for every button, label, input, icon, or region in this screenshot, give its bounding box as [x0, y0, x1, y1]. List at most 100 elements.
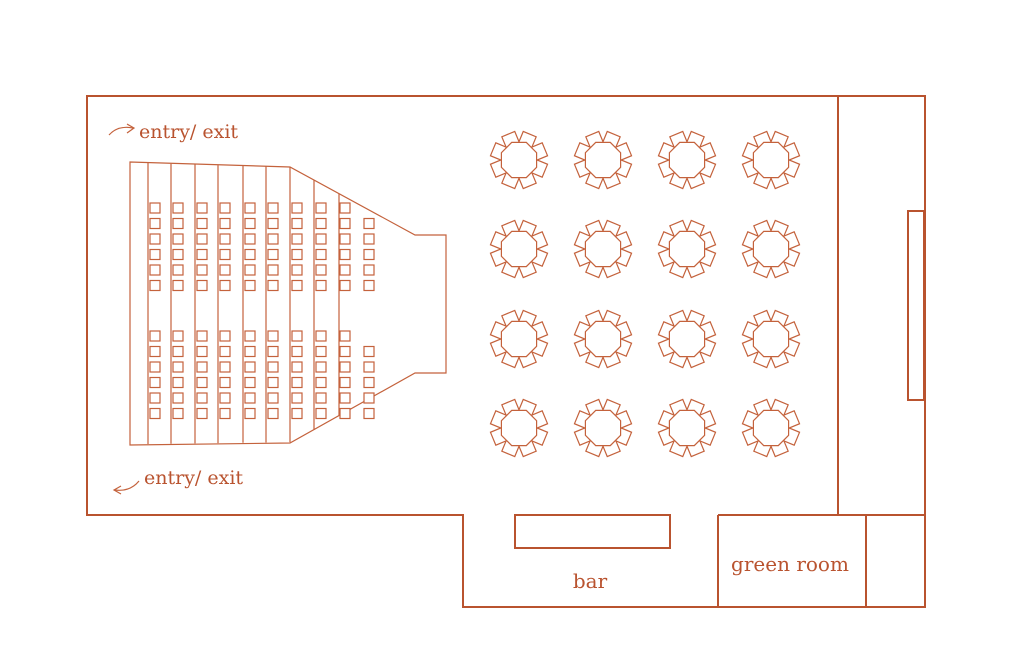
theatre-chair — [363, 248, 375, 261]
table-top — [500, 320, 538, 358]
table-top — [752, 141, 790, 179]
table-top — [668, 230, 706, 268]
round-table — [573, 398, 633, 458]
theatre-chair — [267, 248, 279, 261]
table-top — [668, 320, 706, 358]
theatre-chair — [196, 407, 208, 420]
round-table — [489, 398, 549, 458]
theatre-chair — [172, 407, 184, 420]
theatre-chair — [219, 345, 231, 358]
theatre-chair — [363, 407, 375, 420]
theatre-chair — [149, 202, 161, 214]
theatre-chair — [149, 233, 161, 245]
theatre-chair — [244, 217, 256, 230]
theatre-chair — [363, 345, 375, 358]
table-top — [584, 141, 622, 179]
theatre-chair — [149, 376, 161, 389]
theatre-chair — [267, 264, 279, 276]
theatre-chair — [291, 407, 303, 420]
theatre-chair — [291, 392, 303, 404]
theatre-chair — [196, 376, 208, 389]
theatre-chair — [149, 407, 161, 420]
theatre-chair — [315, 202, 327, 214]
round-table — [741, 309, 801, 369]
theatre-chair — [267, 392, 279, 404]
theatre-chair — [149, 279, 161, 292]
theatre-chair — [149, 217, 161, 230]
theatre-aisles — [147, 163, 340, 444]
round-table — [489, 130, 549, 190]
round-table — [741, 398, 801, 458]
theatre-chair — [339, 392, 351, 404]
theatre-chair — [363, 279, 375, 292]
theatre-chair — [339, 361, 351, 373]
theatre-chair — [315, 361, 327, 373]
round-table — [657, 219, 717, 279]
theatre-chair — [196, 345, 208, 358]
theatre-chair — [244, 248, 256, 261]
theatre-chair — [363, 264, 375, 276]
theatre-chair — [267, 202, 279, 214]
theatre-chair — [172, 202, 184, 214]
table-top — [584, 409, 622, 447]
theatre-chair — [196, 202, 208, 214]
theatre-chair — [244, 392, 256, 404]
theatre-outline — [129, 161, 447, 446]
entry-exit-label-bottom: entry/ exit — [144, 467, 243, 489]
round-table — [741, 130, 801, 190]
theatre-chair — [172, 361, 184, 373]
round-table — [657, 130, 717, 190]
theatre-chair — [172, 392, 184, 404]
theatre-chair — [149, 248, 161, 261]
theatre-chair — [363, 233, 375, 245]
theatre-chair — [172, 248, 184, 261]
theatre-chair — [339, 376, 351, 389]
theatre-chair — [244, 345, 256, 358]
theatre-chair — [363, 392, 375, 404]
theatre-chair — [196, 217, 208, 230]
table-top — [752, 230, 790, 268]
theatre-chair — [363, 361, 375, 373]
theatre-chair — [149, 345, 161, 358]
theatre-chair — [339, 345, 351, 358]
round-table — [489, 219, 549, 279]
theatre-chair — [291, 376, 303, 389]
bar-counter — [514, 514, 671, 549]
theatre-chair — [172, 264, 184, 276]
entry-arrow-bottom — [112, 480, 140, 495]
theatre-chair — [315, 407, 327, 420]
entry-exit-label-top: entry/ exit — [139, 121, 238, 143]
theatre-chair — [219, 279, 231, 292]
theatre-chair — [267, 279, 279, 292]
theatre-chair — [339, 330, 351, 342]
bar-label: bar — [573, 569, 608, 593]
theatre-chair — [244, 202, 256, 214]
theatre-chair — [196, 279, 208, 292]
theatre-chair — [149, 330, 161, 342]
theatre-chair — [244, 264, 256, 276]
theatre-chair — [149, 392, 161, 404]
theatre-chair — [339, 279, 351, 292]
theatre-chair — [219, 202, 231, 214]
theatre-chair — [244, 330, 256, 342]
theatre-chair — [291, 248, 303, 261]
entry-arrow-top — [108, 123, 136, 136]
theatre-chair — [149, 361, 161, 373]
theatre-chair — [219, 407, 231, 420]
theatre-chair — [339, 233, 351, 245]
theatre-chair — [196, 248, 208, 261]
round-table — [573, 309, 633, 369]
round-tables — [489, 130, 801, 458]
theatre-chair — [363, 217, 375, 230]
theatre-chair — [291, 264, 303, 276]
theatre-chair — [339, 202, 351, 214]
theatre-chair — [196, 330, 208, 342]
theatre-chair — [267, 345, 279, 358]
theatre-chair — [339, 407, 351, 420]
theatre-chair — [291, 361, 303, 373]
theatre-chair — [172, 217, 184, 230]
table-top — [752, 409, 790, 447]
theatre-chair — [219, 248, 231, 261]
theatre-chair — [219, 392, 231, 404]
